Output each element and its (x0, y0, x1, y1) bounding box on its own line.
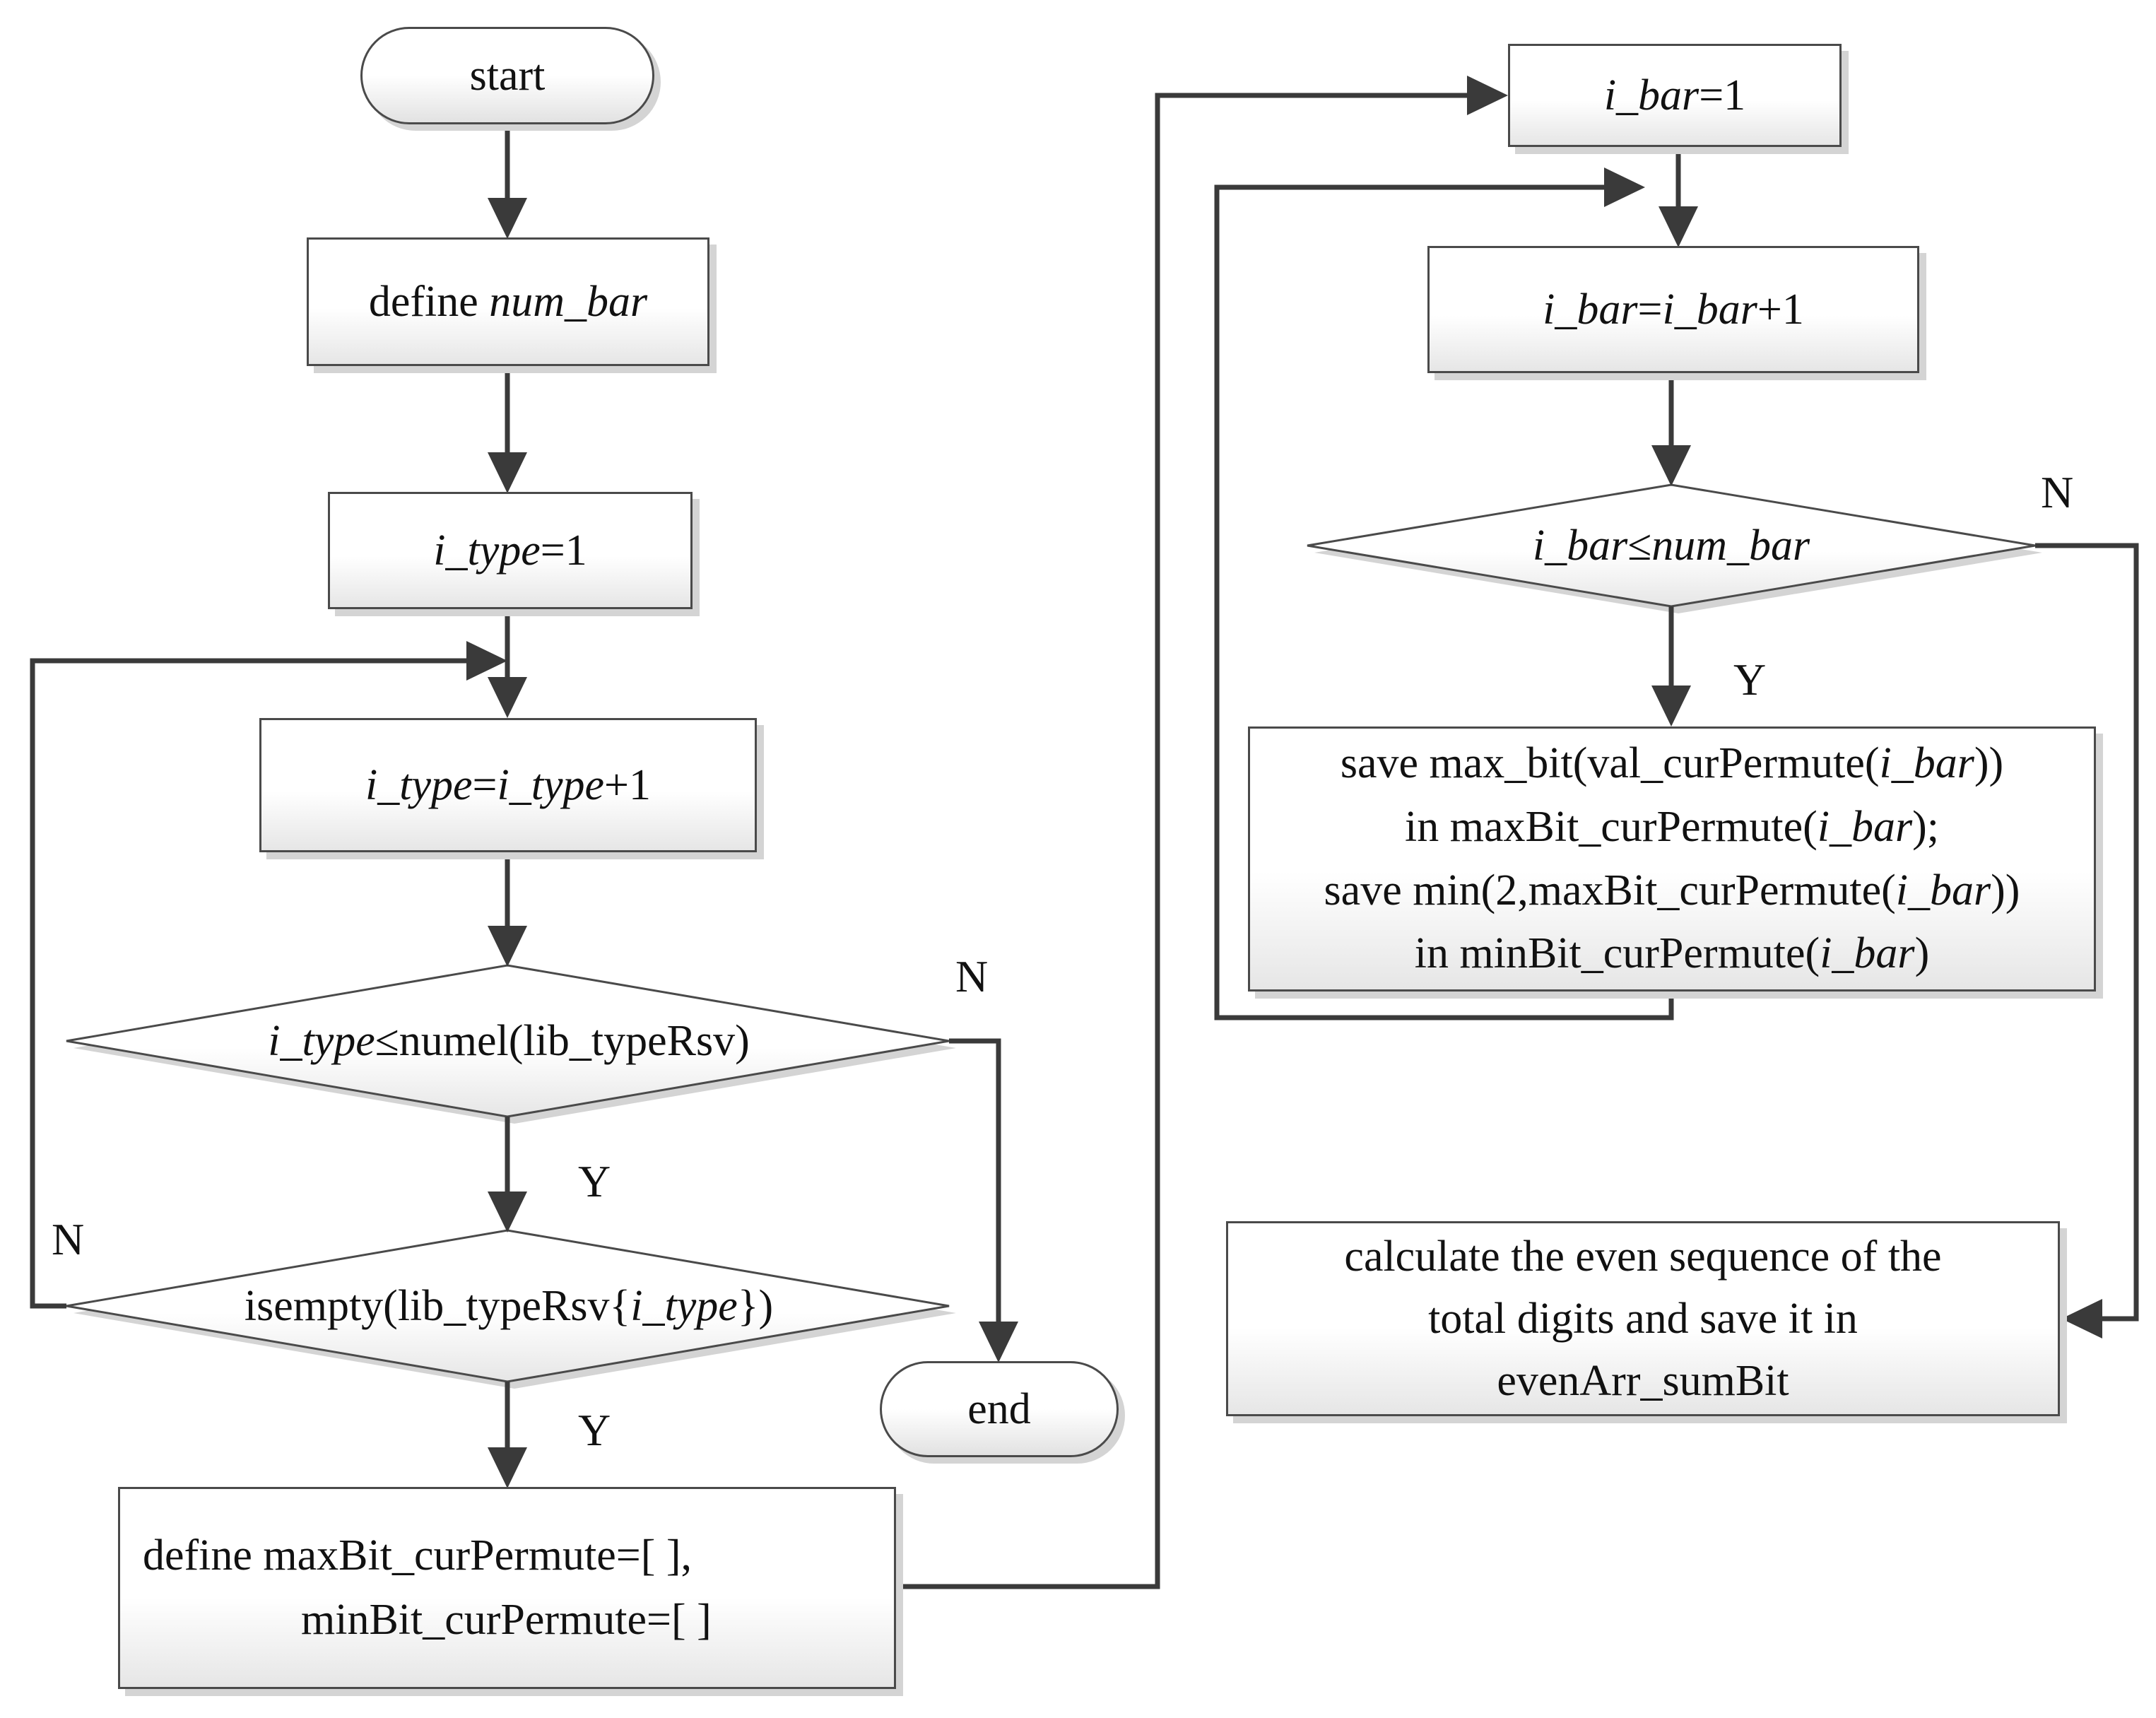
arrow-bar-cond (1651, 445, 1691, 486)
cond-no-to-calc-line (2035, 543, 2139, 1322)
define-to-ibar-line (896, 93, 1481, 1589)
arrow-loop-in (466, 641, 507, 681)
arrow-end (979, 1322, 1018, 1363)
save-block-box: save max_bit(val_curPermute(i_bar)) in m… (1248, 726, 2096, 992)
i-type-inc-text: i_type=i_type+1 (365, 760, 651, 809)
i-bar-inc-box: i_bar=i_bar+1 (1427, 246, 1919, 373)
connector-lines (30, 93, 2139, 1589)
arrow-calc (2061, 1299, 2102, 1338)
save-block-line1: save max_bit(val_curPermute(i_bar)) (1340, 739, 2004, 787)
arrow-inc (488, 677, 527, 718)
isempty-decision-diamond (66, 1229, 950, 1383)
define-bits-box: define maxBit_curPermute=[ ], minBit_cur… (118, 1487, 896, 1689)
i-type-inc-box: i_type=i_type+1 (259, 718, 757, 852)
i-type-init-text: i_type=1 (433, 526, 587, 575)
end-label: end (967, 1384, 1031, 1433)
numel-no-to-end-line (949, 1038, 1001, 1336)
numel-yes-label: Y (578, 1156, 611, 1206)
calc-block-line1: calculate the even sequence of the (1344, 1232, 1942, 1281)
save-block-line2: in maxBit_curPermute(i_bar); (1405, 802, 1939, 851)
arrow-ibar-inc (1659, 206, 1698, 247)
i-bar-init-box: i_bar=1 (1508, 44, 1842, 147)
bar-yes-label: Y (1733, 654, 1767, 705)
decision-shapes (66, 483, 2042, 1389)
calc-block-line3: evenArr_sumBit (1497, 1357, 1789, 1406)
arrow-define (488, 198, 527, 239)
define-num-bar-box: define num_bar (307, 237, 709, 366)
isempty-no-loop-line (30, 658, 481, 1309)
i-type-init-box: i_type=1 (328, 492, 693, 609)
save-loop-back-line (1214, 184, 1674, 1020)
bar-no-label: N (2041, 467, 2074, 517)
isempty-yes-label: Y (578, 1405, 611, 1455)
define-bits-line2: minBit_curPermute=[ ] (301, 1596, 712, 1644)
start-terminal: start (360, 27, 654, 124)
arrow-ibar-init (1467, 76, 1508, 115)
start-label: start (469, 51, 546, 100)
isempty-no-label: N (52, 1214, 85, 1264)
numel-decision-text: i_type≤numel(lib_typeRsv) (268, 1016, 750, 1065)
arrowheads (466, 76, 2102, 1488)
calc-block-box: calculate the even sequence of the total… (1226, 1221, 2060, 1416)
calc-block-line2: total digits and save it in (1428, 1294, 1858, 1343)
i-bar-init-text: i_bar=1 (1603, 71, 1746, 119)
arrow-init (488, 452, 527, 493)
arrow-loop-top (1604, 167, 1645, 207)
arrow-isempty (488, 1192, 527, 1232)
arrow-save (1651, 686, 1691, 726)
end-terminal: end (880, 1361, 1119, 1457)
i-bar-inc-text: i_bar=i_bar+1 (1543, 285, 1804, 334)
save-block-line3: save min(2,maxBit_curPermute(i_bar)) (1324, 866, 2020, 914)
arrow-define-bits (488, 1447, 527, 1488)
save-block-line4: in minBit_curPermute(i_bar) (1414, 929, 1930, 978)
isempty-decision-text: isempty(lib_typeRsv{i_type}) (244, 1281, 774, 1330)
arrow-numel (488, 926, 527, 967)
bar-decision-text: i_bar≤num_bar (1532, 521, 1810, 570)
define-num-bar-text: define num_bar (368, 277, 648, 326)
define-bits-line1: define maxBit_curPermute=[ ], (143, 1531, 692, 1580)
numel-no-label: N (955, 951, 989, 1001)
